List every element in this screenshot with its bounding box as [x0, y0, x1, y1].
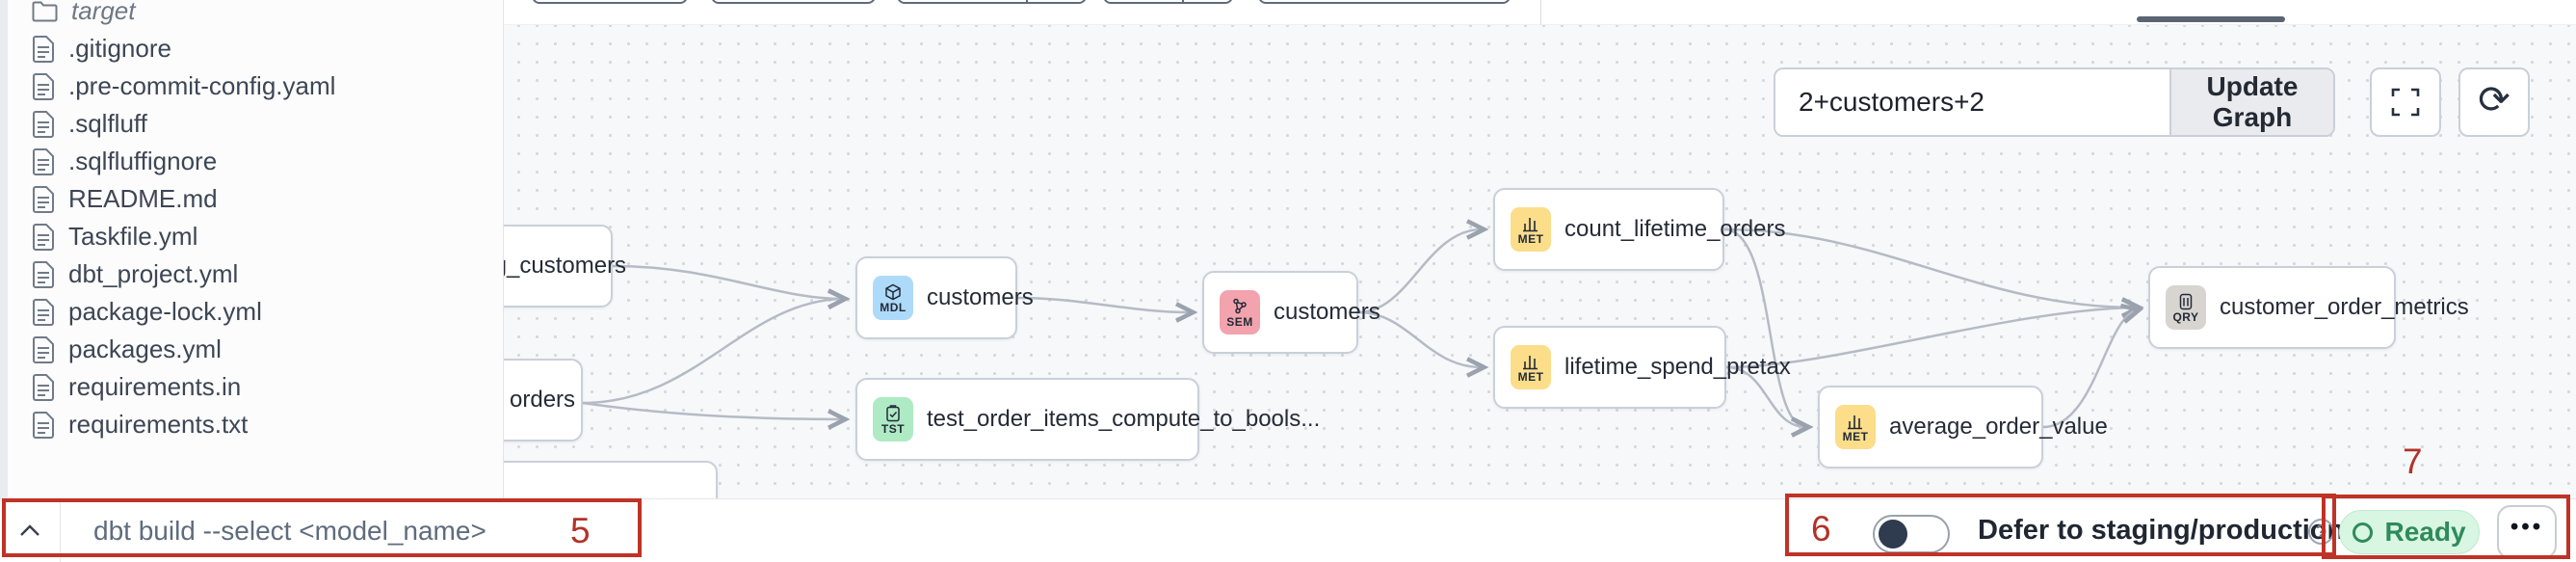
edge — [1723, 227, 2137, 308]
model-icon: MDL — [873, 276, 913, 320]
help-icon[interactable]: ? — [2308, 519, 2334, 545]
lineage-edges — [582, 0, 2576, 498]
file-row[interactable]: requirements.txt — [0, 406, 504, 443]
edge — [1723, 227, 1806, 427]
active-tab-indicator — [2137, 16, 2285, 22]
metric-icon: MET — [1511, 345, 1551, 389]
graph-node-count-lifetime-orders[interactable]: MET count_lifetime_orders — [1493, 188, 1785, 271]
graph-node-average-order-value[interactable]: MET average_order_value — [1818, 386, 2108, 468]
file-row[interactable]: .pre-commit-config.yaml — [0, 67, 504, 105]
file-row[interactable]: requirements.in — [0, 368, 504, 406]
file-icon — [33, 72, 54, 100]
graph-node-stg-customers[interactable]: MDL stg_customers — [504, 225, 626, 308]
refresh-icon[interactable]: ⟳ — [2458, 67, 2530, 137]
fullscreen-icon[interactable] — [2370, 67, 2441, 137]
edge — [1016, 296, 1191, 312]
file-row[interactable]: .sqlfluffignore — [0, 143, 504, 180]
file-explorer: target .gitignore .pre-commit-config.yam… — [0, 0, 504, 498]
file-row[interactable]: .gitignore — [0, 30, 504, 67]
folder-icon — [32, 1, 58, 22]
graph-node-customers-semantic[interactable]: SEM customers — [1202, 271, 1380, 354]
graph-selector-group: Update Graph — [1774, 67, 2335, 137]
file-row[interactable]: package-lock.yml — [0, 293, 504, 331]
file-row[interactable]: packages.yml — [0, 331, 504, 368]
file-row[interactable]: dbt_project.yml — [0, 255, 504, 293]
graph-node-customer-order-metrics[interactable]: QRY customer_order_metrics — [2148, 266, 2469, 349]
ready-status-button[interactable]: Ready — [2339, 510, 2480, 554]
file-icon — [33, 223, 54, 251]
defer-toggle[interactable] — [1873, 515, 1950, 553]
edge — [1725, 365, 1806, 427]
graph-node-cut-off[interactable] — [504, 461, 718, 498]
edge — [2042, 310, 2137, 429]
status-circle-icon — [2353, 522, 2374, 543]
update-graph-button[interactable]: Update Graph — [2169, 69, 2333, 135]
graph-node-test-order-items[interactable]: TST test_order_items_compute_to_bools... — [855, 378, 1320, 461]
defer-label: Defer to staging/production — [1978, 515, 2345, 546]
graph-node-lifetime-spend-pretax[interactable]: MET lifetime_spend_pretax — [1493, 326, 1791, 409]
sidebar-scrollbar[interactable] — [0, 0, 8, 498]
saved-query-icon: QRY — [2166, 285, 2206, 330]
lineage-graph-pane: MDL stg_customers MDL orders MDL custome… — [504, 0, 2576, 498]
file-icon — [33, 35, 54, 63]
command-bar: dbt build --select <model_name> Defer to… — [0, 498, 2576, 562]
file-icon — [33, 260, 54, 288]
graph-toolbar-strip — [504, 0, 2576, 25]
edge — [612, 264, 843, 299]
test-icon: TST — [873, 397, 913, 442]
metric-icon: MET — [1835, 405, 1876, 449]
file-icon — [33, 298, 54, 326]
command-input[interactable]: dbt build --select <model_name> — [93, 515, 486, 546]
file-row[interactable]: README.md — [0, 180, 504, 218]
metric-icon: MET — [1511, 207, 1551, 252]
graph-selector-input[interactable] — [1775, 69, 2169, 135]
edge — [1725, 308, 2137, 369]
file-icon — [33, 373, 54, 401]
file-icon — [33, 185, 54, 213]
graph-node-orders[interactable]: MDL orders — [504, 359, 583, 442]
ellipsis-icon: ••• — [2510, 514, 2544, 540]
more-options-button[interactable]: ••• — [2497, 505, 2557, 559]
file-row-target[interactable]: target — [0, 0, 504, 30]
file-row[interactable]: Taskfile.yml — [0, 218, 504, 255]
file-row[interactable]: .sqlfluff — [0, 105, 504, 143]
semantic-model-icon: SEM — [1220, 290, 1260, 335]
divider — [60, 499, 61, 562]
edge — [1357, 229, 1482, 314]
edge — [582, 299, 843, 405]
file-icon — [33, 411, 54, 439]
edge — [1357, 310, 1482, 367]
toggle-knob — [1879, 520, 1907, 549]
chevron-up-icon[interactable] — [0, 499, 60, 562]
file-icon — [33, 110, 54, 138]
pane-divider — [1540, 0, 1541, 25]
file-icon — [33, 335, 54, 363]
file-icon — [33, 147, 54, 175]
graph-node-customers-model[interactable]: MDL customers — [855, 256, 1034, 339]
edge — [582, 401, 843, 419]
